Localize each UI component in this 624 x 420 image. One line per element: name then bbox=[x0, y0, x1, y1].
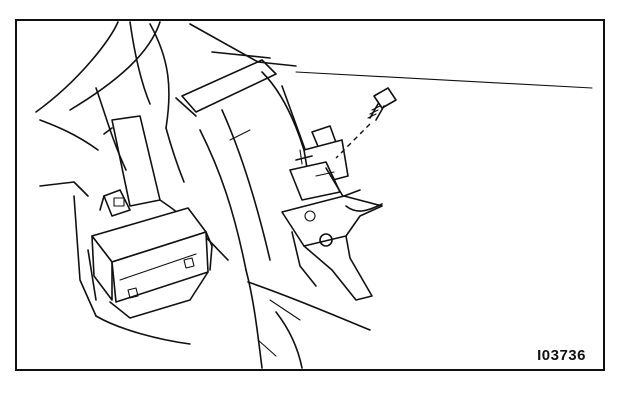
floor-lines bbox=[247, 281, 371, 369]
steering-column bbox=[35, 21, 185, 183]
bolt-icon bbox=[367, 87, 397, 121]
pedal-bracket bbox=[281, 125, 383, 301]
figure-code: I03736 bbox=[537, 347, 586, 364]
dashboard-trim bbox=[175, 23, 593, 153]
side-console bbox=[39, 181, 191, 345]
relay-block bbox=[91, 189, 213, 319]
install-guide-line bbox=[335, 123, 371, 159]
figure-border bbox=[15, 19, 605, 371]
